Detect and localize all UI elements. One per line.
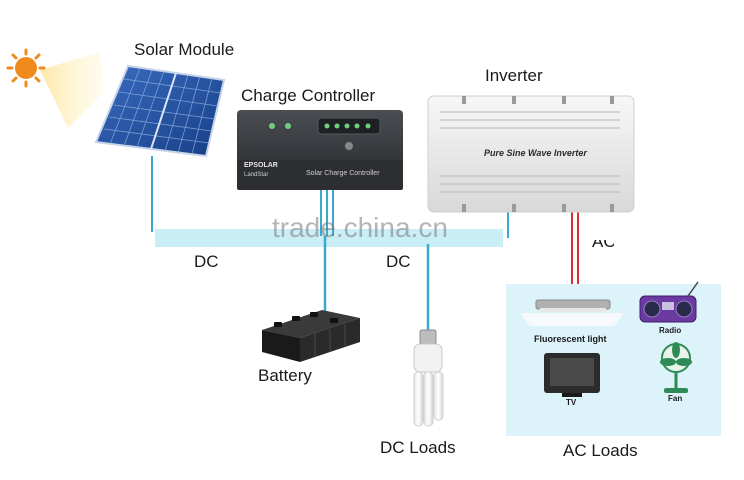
solar-panel-icon bbox=[94, 64, 226, 158]
bulb-icon bbox=[413, 329, 444, 427]
tv-icon bbox=[544, 353, 600, 397]
dc-label-right: DC bbox=[386, 252, 411, 271]
dc-loads-label: DC Loads bbox=[380, 438, 456, 457]
dc-bus-line bbox=[155, 229, 503, 247]
controller-sub-brand: LandStar bbox=[244, 172, 269, 178]
ac-label-partial: AC bbox=[592, 240, 614, 250]
fan-icon bbox=[660, 342, 692, 393]
inverter-caption: Pure Sine Wave Inverter bbox=[484, 148, 587, 158]
radio-icon bbox=[639, 281, 699, 323]
ac-label-clip: AC bbox=[592, 240, 614, 250]
solar-module-label: Solar Module bbox=[134, 40, 235, 59]
controller-brand: EPSOLAR bbox=[244, 162, 278, 169]
controller-caption: Solar Charge Controller bbox=[306, 170, 380, 177]
inverter-device bbox=[427, 95, 635, 213]
charge-controller-label: Charge Controller bbox=[241, 86, 376, 105]
fluorescent-light-label: Fluorescent light bbox=[534, 334, 607, 344]
fan-label: Fan bbox=[668, 394, 683, 403]
fluorescent-lamp-icon bbox=[520, 299, 624, 326]
battery-label: Battery bbox=[258, 366, 312, 385]
ac-loads-label: AC Loads bbox=[563, 441, 638, 460]
battery-icon bbox=[262, 310, 360, 362]
watermark: trade.china.cn bbox=[272, 212, 448, 243]
dc-label-left: DC bbox=[194, 252, 219, 271]
charge-controller-device bbox=[237, 110, 403, 190]
inverter-label: Inverter bbox=[485, 66, 543, 85]
sun-icon bbox=[6, 48, 46, 88]
tv-label: TV bbox=[566, 398, 577, 407]
sun-rays bbox=[40, 52, 104, 128]
radio-label: Radio bbox=[659, 326, 682, 335]
